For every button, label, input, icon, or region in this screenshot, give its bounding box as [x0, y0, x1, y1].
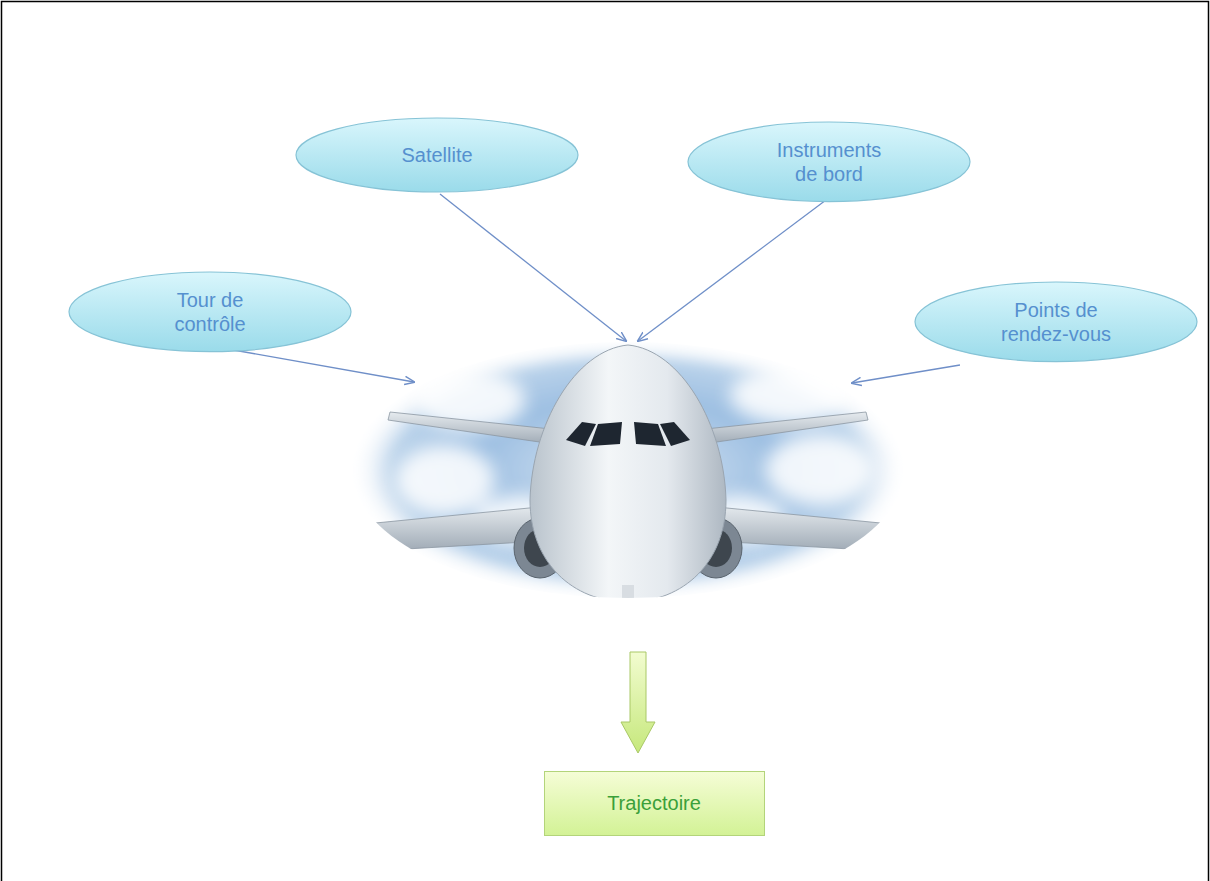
node-label: Instruments de bord [764, 138, 894, 186]
airplane-picture [352, 342, 904, 602]
source-ellipse: Tour de contrôle [68, 271, 352, 353]
node-label: Satellite [401, 143, 472, 167]
ellipse-outline [68, 271, 352, 353]
source-ellipse: Satellite [295, 117, 579, 193]
leader-arrows [222, 194, 960, 383]
source-ellipse: Points de rendez-vous [914, 281, 1198, 363]
node-label: Trajectoire [607, 791, 701, 815]
down-block-arrow [621, 652, 655, 753]
source-ellipse: Instruments de bord [687, 121, 971, 203]
node-label: Tour de contrôle [145, 288, 275, 336]
leader-arrow [440, 194, 626, 341]
ellipse-outline [914, 281, 1198, 363]
ellipse-shape [915, 282, 1197, 362]
cockpit-windows [566, 422, 690, 446]
ellipse-shape [296, 118, 578, 192]
nose-gear [622, 585, 634, 599]
result-box: Trajectoire [544, 771, 765, 836]
leader-arrow [638, 200, 826, 341]
ellipse-outline [687, 121, 971, 203]
ellipse-shape [69, 272, 351, 352]
ellipse-shape [688, 122, 970, 202]
leader-arrow [852, 365, 960, 383]
node-label: Points de rendez-vous [991, 298, 1121, 346]
fuselage [530, 345, 726, 602]
leader-arrow [222, 348, 414, 382]
